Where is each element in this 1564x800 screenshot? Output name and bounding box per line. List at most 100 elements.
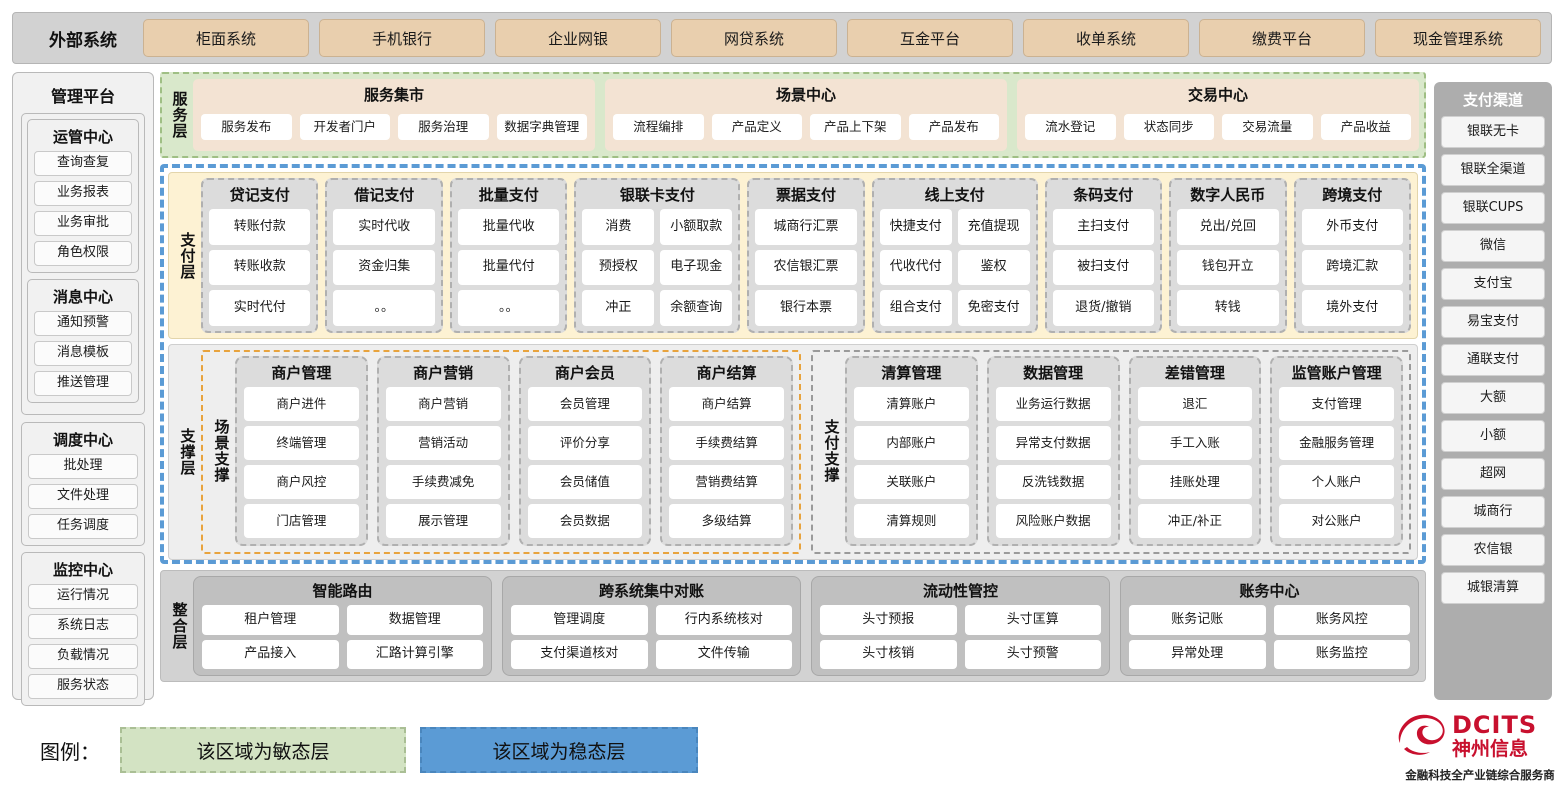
integration-item-头寸预警[interactable]: 头寸预警 [964, 639, 1101, 669]
payment-item-批量代付[interactable]: 批量代付 [457, 249, 560, 286]
integration-item-账务记账[interactable]: 账务记账 [1129, 605, 1266, 635]
support-item-评价分享[interactable]: 评价分享 [527, 426, 643, 460]
support-item-会员储值[interactable]: 会员储值 [527, 465, 643, 499]
integration-item-账务监控[interactable]: 账务监控 [1273, 639, 1410, 669]
payment-item-预授权[interactable]: 预授权 [582, 249, 655, 286]
service-item-产品发布[interactable]: 产品发布 [908, 114, 999, 140]
payment-item-银行本票[interactable]: 银行本票 [755, 290, 857, 327]
support-item-冲正/补正[interactable]: 冲正/补正 [1137, 504, 1253, 538]
payment-channel-小额[interactable]: 小额 [1441, 420, 1545, 452]
payment-item-转账收款[interactable]: 转账收款 [209, 249, 311, 286]
integration-item-汇路计算引擎[interactable]: 汇路计算引擎 [346, 639, 483, 669]
support-item-终端管理[interactable]: 终端管理 [244, 426, 359, 460]
payment-item-兑出/兑回[interactable]: 兑出/兑回 [1177, 209, 1279, 245]
payment-item-主扫支付[interactable]: 主扫支付 [1052, 209, 1155, 245]
support-item-手续费结算[interactable]: 手续费结算 [669, 426, 784, 460]
integration-item-异常处理[interactable]: 异常处理 [1129, 639, 1266, 669]
service-item-状态同步[interactable]: 状态同步 [1123, 114, 1214, 140]
payment-item-批量代收[interactable]: 批量代收 [457, 209, 560, 245]
support-item-会员管理[interactable]: 会员管理 [527, 387, 643, 421]
support-item-门店管理[interactable]: 门店管理 [244, 504, 359, 538]
integration-item-管理调度[interactable]: 管理调度 [511, 605, 648, 635]
payment-item-余额查询[interactable]: 余额查询 [660, 290, 733, 327]
payment-channel-城商行[interactable]: 城商行 [1441, 496, 1545, 528]
service-item-产品上下架[interactable]: 产品上下架 [810, 114, 901, 140]
support-item-会员数据[interactable]: 会员数据 [527, 504, 643, 538]
mgmt-item-消息模板[interactable]: 消息模板 [34, 341, 132, 366]
support-item-营销活动[interactable]: 营销活动 [385, 426, 501, 460]
integration-item-账务风控[interactable]: 账务风控 [1273, 605, 1410, 635]
mgmt-item-任务调度[interactable]: 任务调度 [28, 514, 138, 539]
payment-item-资金归集[interactable]: 资金归集 [333, 249, 435, 286]
support-item-关联账户[interactable]: 关联账户 [854, 465, 969, 499]
payment-channel-易宝支付[interactable]: 易宝支付 [1441, 306, 1545, 338]
payment-item-境外支付[interactable]: 境外支付 [1301, 290, 1404, 327]
payment-item-快捷支付[interactable]: 快捷支付 [879, 209, 952, 245]
mgmt-item-业务报表[interactable]: 业务报表 [34, 181, 132, 206]
integration-item-产品接入[interactable]: 产品接入 [202, 639, 339, 669]
payment-item-充值提现[interactable]: 充值提现 [957, 209, 1030, 245]
payment-channel-城银清算[interactable]: 城银清算 [1441, 572, 1545, 604]
mgmt-item-批处理[interactable]: 批处理 [28, 454, 138, 479]
external-system-企业网银[interactable]: 企业网银 [495, 19, 661, 57]
external-system-收单系统[interactable]: 收单系统 [1023, 19, 1189, 57]
support-item-对公账户[interactable]: 对公账户 [1279, 504, 1394, 538]
payment-item-免密支付[interactable]: 免密支付 [957, 290, 1030, 327]
service-item-服务治理[interactable]: 服务治理 [398, 114, 489, 140]
integration-item-头寸匡算[interactable]: 头寸匡算 [964, 605, 1101, 635]
support-item-商户进件[interactable]: 商户进件 [244, 387, 359, 421]
mgmt-item-推送管理[interactable]: 推送管理 [34, 371, 132, 396]
support-item-手续费减免[interactable]: 手续费减免 [385, 465, 501, 499]
payment-item-转钱[interactable]: 转钱 [1177, 290, 1279, 327]
support-item-退汇[interactable]: 退汇 [1137, 387, 1253, 421]
payment-item-钱包开立[interactable]: 钱包开立 [1177, 249, 1279, 286]
integration-item-头寸核销[interactable]: 头寸核销 [820, 639, 957, 669]
mgmt-item-角色权限[interactable]: 角色权限 [34, 241, 132, 266]
integration-item-支付渠道核对[interactable]: 支付渠道核对 [511, 639, 648, 669]
support-item-反洗钱数据[interactable]: 反洗钱数据 [995, 465, 1111, 499]
support-item-个人账户[interactable]: 个人账户 [1279, 465, 1394, 499]
payment-item-冲正[interactable]: 冲正 [582, 290, 655, 327]
payment-channel-银联全渠道[interactable]: 银联全渠道 [1441, 154, 1545, 186]
service-item-流程编排[interactable]: 流程编排 [613, 114, 704, 140]
payment-item-代收代付[interactable]: 代收代付 [879, 249, 952, 286]
mgmt-item-服务状态[interactable]: 服务状态 [28, 674, 138, 699]
support-item-多级结算[interactable]: 多级结算 [669, 504, 784, 538]
service-item-流水登记[interactable]: 流水登记 [1025, 114, 1116, 140]
mgmt-item-系统日志[interactable]: 系统日志 [28, 614, 138, 639]
support-item-挂账处理[interactable]: 挂账处理 [1137, 465, 1253, 499]
external-system-现金管理系统[interactable]: 现金管理系统 [1375, 19, 1541, 57]
external-system-手机银行[interactable]: 手机银行 [319, 19, 485, 57]
integration-item-头寸预报[interactable]: 头寸预报 [820, 605, 957, 635]
payment-item-外币支付[interactable]: 外币支付 [1301, 209, 1404, 245]
payment-item-小额取款[interactable]: 小额取款 [660, 209, 733, 245]
payment-channel-微信[interactable]: 微信 [1441, 230, 1545, 262]
service-item-产品收益[interactable]: 产品收益 [1320, 114, 1411, 140]
payment-item-实时代付[interactable]: 实时代付 [209, 290, 311, 327]
payment-channel-农信银[interactable]: 农信银 [1441, 534, 1545, 566]
external-system-网贷系统[interactable]: 网贷系统 [671, 19, 837, 57]
support-item-商户风控[interactable]: 商户风控 [244, 465, 359, 499]
support-item-营销费结算[interactable]: 营销费结算 [669, 465, 784, 499]
payment-channel-银联CUPS[interactable]: 银联CUPS [1441, 192, 1545, 224]
support-item-异常支付数据[interactable]: 异常支付数据 [995, 426, 1111, 460]
service-item-服务发布[interactable]: 服务发布 [201, 114, 292, 140]
payment-item-。。[interactable]: 。。 [333, 290, 435, 327]
external-system-缴费平台[interactable]: 缴费平台 [1199, 19, 1365, 57]
support-item-商户营销[interactable]: 商户营销 [385, 387, 501, 421]
support-item-清算规则[interactable]: 清算规则 [854, 504, 969, 538]
payment-item-跨境汇款[interactable]: 跨境汇款 [1301, 249, 1404, 286]
support-item-清算账户[interactable]: 清算账户 [854, 387, 969, 421]
support-item-内部账户[interactable]: 内部账户 [854, 426, 969, 460]
mgmt-item-业务审批[interactable]: 业务审批 [34, 211, 132, 236]
support-item-业务运行数据[interactable]: 业务运行数据 [995, 387, 1111, 421]
external-system-柜面系统[interactable]: 柜面系统 [143, 19, 309, 57]
integration-item-文件传输[interactable]: 文件传输 [655, 639, 792, 669]
payment-channel-通联支付[interactable]: 通联支付 [1441, 344, 1545, 376]
payment-item-电子现金[interactable]: 电子现金 [660, 249, 733, 286]
support-item-支付管理[interactable]: 支付管理 [1279, 387, 1394, 421]
mgmt-item-负载情况[interactable]: 负载情况 [28, 644, 138, 669]
service-item-数据字典管理[interactable]: 数据字典管理 [496, 114, 587, 140]
support-item-商户结算[interactable]: 商户结算 [669, 387, 784, 421]
integration-item-数据管理[interactable]: 数据管理 [346, 605, 483, 635]
